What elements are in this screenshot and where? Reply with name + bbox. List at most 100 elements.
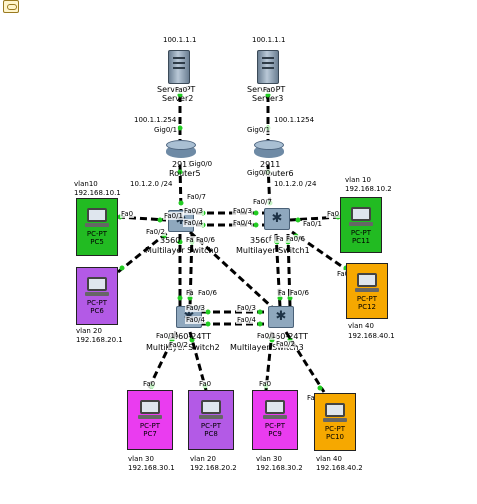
pc9[interactable]: PC-PT PC9 xyxy=(252,390,298,450)
pc11[interactable]: PC-PT PC11 xyxy=(340,197,382,253)
keyboard-icon xyxy=(85,292,109,296)
pc11-model: PC-PT xyxy=(350,229,372,237)
router5-lan-ip: 100.1.1.254 xyxy=(134,116,177,124)
pc5-name: PC5 xyxy=(90,238,104,246)
mls0-port: Fa0/3 xyxy=(183,207,204,215)
mls0-port: Fa0/2 xyxy=(145,228,166,236)
server3-ip: 100.1.1.1 xyxy=(252,36,286,44)
pc10-vlan: vlan 40 xyxy=(316,455,342,463)
pc10-model: PC-PT xyxy=(324,425,346,433)
link-light xyxy=(205,321,211,327)
sw3-name: Multilayer Switch3 xyxy=(230,343,304,352)
server3-name: Server3 xyxy=(252,94,284,103)
pc8-model: PC-PT xyxy=(200,422,222,430)
mls0-port: Fa0/7 xyxy=(186,193,207,201)
sw2-model: 2960-24TT xyxy=(168,332,212,341)
router6-port-down: Gig0/0 xyxy=(246,169,272,177)
mls0-model: 3560 xyxy=(160,236,181,245)
router6[interactable] xyxy=(254,140,284,160)
mls0-port: Fa0/1 xyxy=(163,212,184,220)
pc7-vlan: vlan 30 xyxy=(128,455,154,463)
mls0-port: Fa0/4 xyxy=(183,219,204,227)
sw2-port: Fa0/6 xyxy=(197,289,218,297)
pc11-port: Fa0 xyxy=(326,210,341,218)
pc6[interactable]: PC-PT PC6 xyxy=(76,267,118,325)
keyboard-icon xyxy=(138,415,162,419)
link-light xyxy=(157,217,163,223)
router5-wan-ip: 10.1.2.0 /24 xyxy=(130,180,173,188)
pc9-ip: 192.168.30.2 xyxy=(256,464,303,472)
mls1-port: Fa0/1 xyxy=(302,220,323,228)
link-light xyxy=(177,295,183,301)
server3[interactable] xyxy=(257,50,279,84)
pc6-model: PC-PT xyxy=(86,299,108,307)
pc5[interactable]: PC-PT PC5 xyxy=(76,198,118,256)
pc7[interactable]: PC-PT PC7 xyxy=(127,390,173,450)
mls1-model: 3560 xyxy=(250,236,271,245)
pc8-name: PC8 xyxy=(204,430,218,438)
pc7-ip: 192.168.30.1 xyxy=(128,464,175,472)
pc9-port: Fa0 xyxy=(258,380,273,388)
keyboard-icon xyxy=(263,415,287,419)
link-light xyxy=(189,337,195,343)
pc5-port: Fa0 xyxy=(120,210,135,218)
pc11-ip: 192.168.10.2 xyxy=(345,185,392,193)
router6-model: 2911 xyxy=(260,160,281,169)
pc12-vlan: vlan 40 xyxy=(348,322,374,330)
router5-port-down: Gig0/0 xyxy=(188,160,214,168)
pc-monitor-icon xyxy=(87,277,107,291)
pc8-port: Fa0 xyxy=(198,380,213,388)
pc8[interactable]: PC-PT PC8 xyxy=(188,390,234,450)
keyboard-icon xyxy=(323,418,347,422)
pc-monitor-icon xyxy=(265,400,285,414)
link-light xyxy=(257,321,263,327)
link-light xyxy=(253,210,259,216)
multilayer-switch1[interactable]: ✱ xyxy=(264,208,290,230)
pc7-model: PC-PT xyxy=(139,422,161,430)
pc12-name: PC12 xyxy=(357,303,377,311)
link-light xyxy=(178,200,184,206)
pc-monitor-icon xyxy=(140,400,160,414)
pc12[interactable]: PC-PT PC12 xyxy=(346,263,388,319)
link-light xyxy=(253,222,259,228)
mls1-port: Fa0/4 xyxy=(232,219,253,227)
sw3-port: Fa0/6 xyxy=(289,289,310,297)
pc-monitor-icon xyxy=(351,207,371,221)
link-light xyxy=(317,385,323,391)
link-light xyxy=(119,265,125,271)
router5-name: Router5 xyxy=(169,169,201,178)
sw3-port: Fa0/2 xyxy=(275,340,296,348)
pc11-vlan: vlan 10 xyxy=(345,176,371,184)
multilayer-switch3[interactable]: ✱ xyxy=(268,306,294,328)
router5-port-up: Gig0/1 xyxy=(153,126,179,134)
note-icon[interactable] xyxy=(3,0,19,13)
pc5-vlan: vlan10 xyxy=(74,180,98,188)
pc10-ip: 192.168.40.2 xyxy=(316,464,363,472)
server2[interactable] xyxy=(168,50,190,84)
server2-name: Server2 xyxy=(162,94,194,103)
pc12-model: PC-PT xyxy=(356,295,378,303)
pc11-name: PC11 xyxy=(351,237,371,245)
mls1-port: f xyxy=(268,235,273,243)
server2-port: Fa0 xyxy=(174,86,189,94)
sw2-port: Fa xyxy=(185,289,195,297)
link-light xyxy=(257,309,263,315)
link-mls0-sw3 xyxy=(188,230,276,311)
router6-port-up: Gig0/1 xyxy=(246,126,272,134)
sw3-port: Fa0/4 xyxy=(236,316,257,324)
sw3-port: Fa0/1 xyxy=(256,332,277,340)
keyboard-icon xyxy=(199,415,223,419)
pc-monitor-icon xyxy=(325,403,345,417)
router5[interactable] xyxy=(166,140,196,160)
mls1-port: Fa0/7 xyxy=(252,198,273,206)
mls0-port: Fa xyxy=(185,236,195,244)
server2-ip: 100.1.1.1 xyxy=(163,36,197,44)
pc6-name: PC6 xyxy=(90,307,104,315)
mls0-port: Fa0/6 xyxy=(195,236,216,244)
pc10-port: Fa0 xyxy=(306,394,321,402)
router6-lan-ip: 100.1.1254 xyxy=(274,116,315,124)
pc10[interactable]: PC-PT PC10 xyxy=(314,393,356,451)
pc-monitor-icon xyxy=(201,400,221,414)
pc12-port: Fa0 xyxy=(336,270,351,278)
sw2-port: Fa0/4 xyxy=(185,316,206,324)
